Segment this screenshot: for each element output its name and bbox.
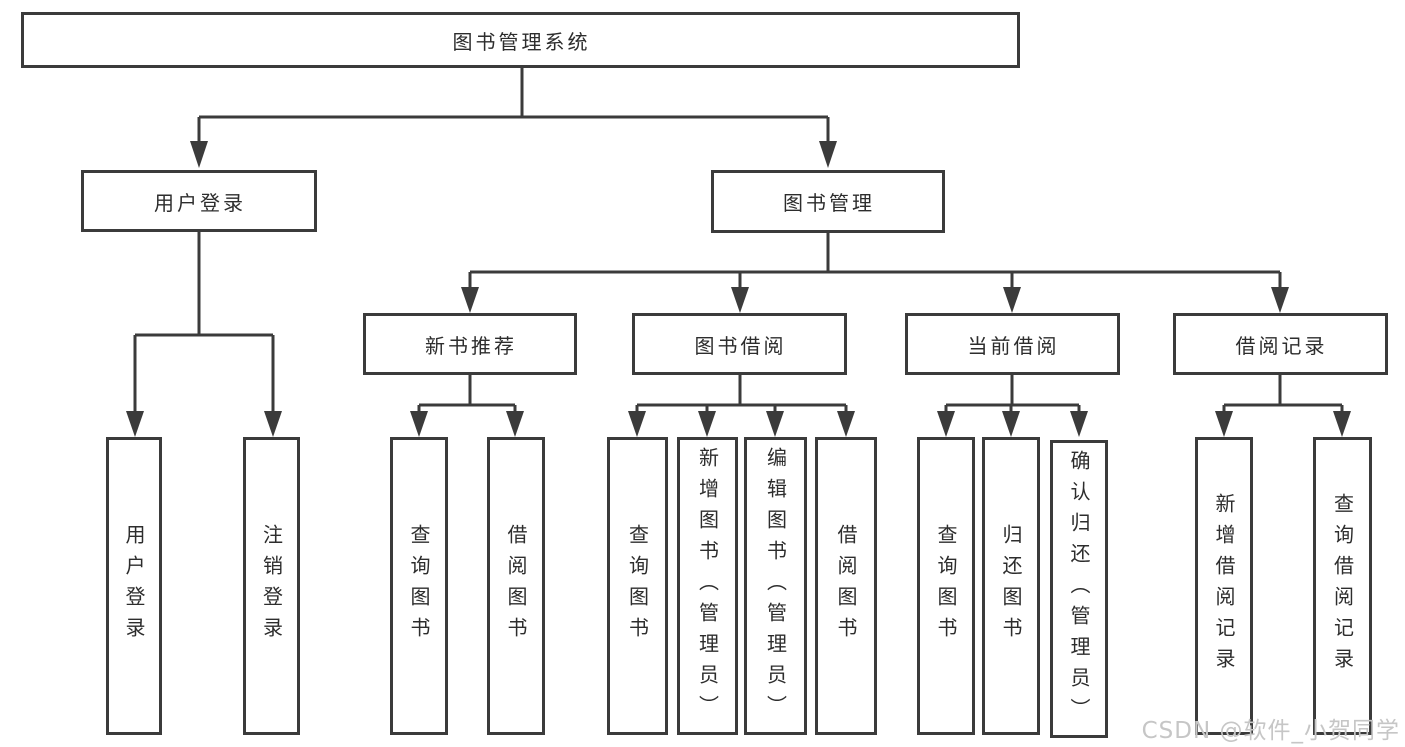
leaf-recommend-query-book: 查询图书 [390, 437, 448, 735]
leaf-recommend-borrow-book: 借阅图书 [487, 437, 545, 735]
leaf-current-query-book: 查询图书 [917, 437, 975, 735]
node-library-management-system: 图书管理系统 [21, 12, 1020, 68]
node-borrowing-records: 借阅记录 [1173, 313, 1388, 375]
node-library-management-system-label: 图书管理系统 [452, 29, 591, 54]
leaf-borrow-edit-book-admin: 编辑图书（管理员） [744, 437, 807, 735]
leaf-borrow-edit-book-admin-label: 编辑图书（管理员） [763, 446, 788, 726]
node-user-login-label: 用户登录 [154, 190, 246, 215]
leaf-records-query-record-label: 查询借阅记录 [1330, 493, 1355, 679]
node-new-book-recommendation-label: 新书推荐 [425, 333, 517, 358]
node-book-borrowing-label: 图书借阅 [694, 333, 787, 358]
node-book-management: 图书管理 [711, 170, 945, 233]
leaf-logout: 注销登录 [243, 437, 300, 735]
leaf-records-add-record: 新增借阅记录 [1195, 437, 1253, 735]
leaf-recommend-query-book-label: 查询图书 [407, 524, 431, 648]
node-borrowing-records-label: 借阅记录 [1235, 333, 1328, 358]
leaf-logout-label: 注销登录 [259, 524, 284, 648]
leaf-borrow-add-book-admin: 新增图书（管理员） [677, 437, 738, 735]
node-current-borrowing: 当前借阅 [905, 313, 1120, 375]
node-book-borrowing: 图书借阅 [632, 313, 847, 375]
leaf-borrow-query-book: 查询图书 [607, 437, 668, 735]
leaf-user-login-label: 用户登录 [122, 524, 146, 648]
leaf-current-confirm-return-admin-label: 确认归还（管理员） [1067, 449, 1091, 729]
leaf-user-login: 用户登录 [106, 437, 162, 735]
leaf-current-return-book: 归还图书 [982, 437, 1040, 735]
leaf-records-query-record: 查询借阅记录 [1313, 437, 1372, 735]
leaf-current-return-book-label: 归还图书 [999, 524, 1023, 648]
node-book-management-label: 图书管理 [783, 191, 875, 215]
leaf-borrow-query-book-label: 查询图书 [625, 524, 650, 648]
leaf-borrow-borrow-book-label: 借阅图书 [834, 524, 858, 648]
node-user-login: 用户登录 [81, 170, 317, 232]
leaf-borrow-borrow-book: 借阅图书 [815, 437, 877, 735]
leaf-records-add-record-label: 新增借阅记录 [1212, 493, 1236, 679]
leaf-recommend-borrow-book-label: 借阅图书 [504, 524, 528, 648]
node-current-borrowing-label: 当前借阅 [967, 333, 1060, 358]
csdn-watermark: CSDN @软件_小贺同学 [1141, 718, 1400, 744]
leaf-current-query-book-label: 查询图书 [934, 524, 958, 648]
leaf-borrow-add-book-admin-label: 新增图书（管理员） [695, 446, 720, 726]
node-new-book-recommendation: 新书推荐 [363, 313, 577, 375]
leaf-current-confirm-return-admin: 确认归还（管理员） [1050, 440, 1108, 738]
